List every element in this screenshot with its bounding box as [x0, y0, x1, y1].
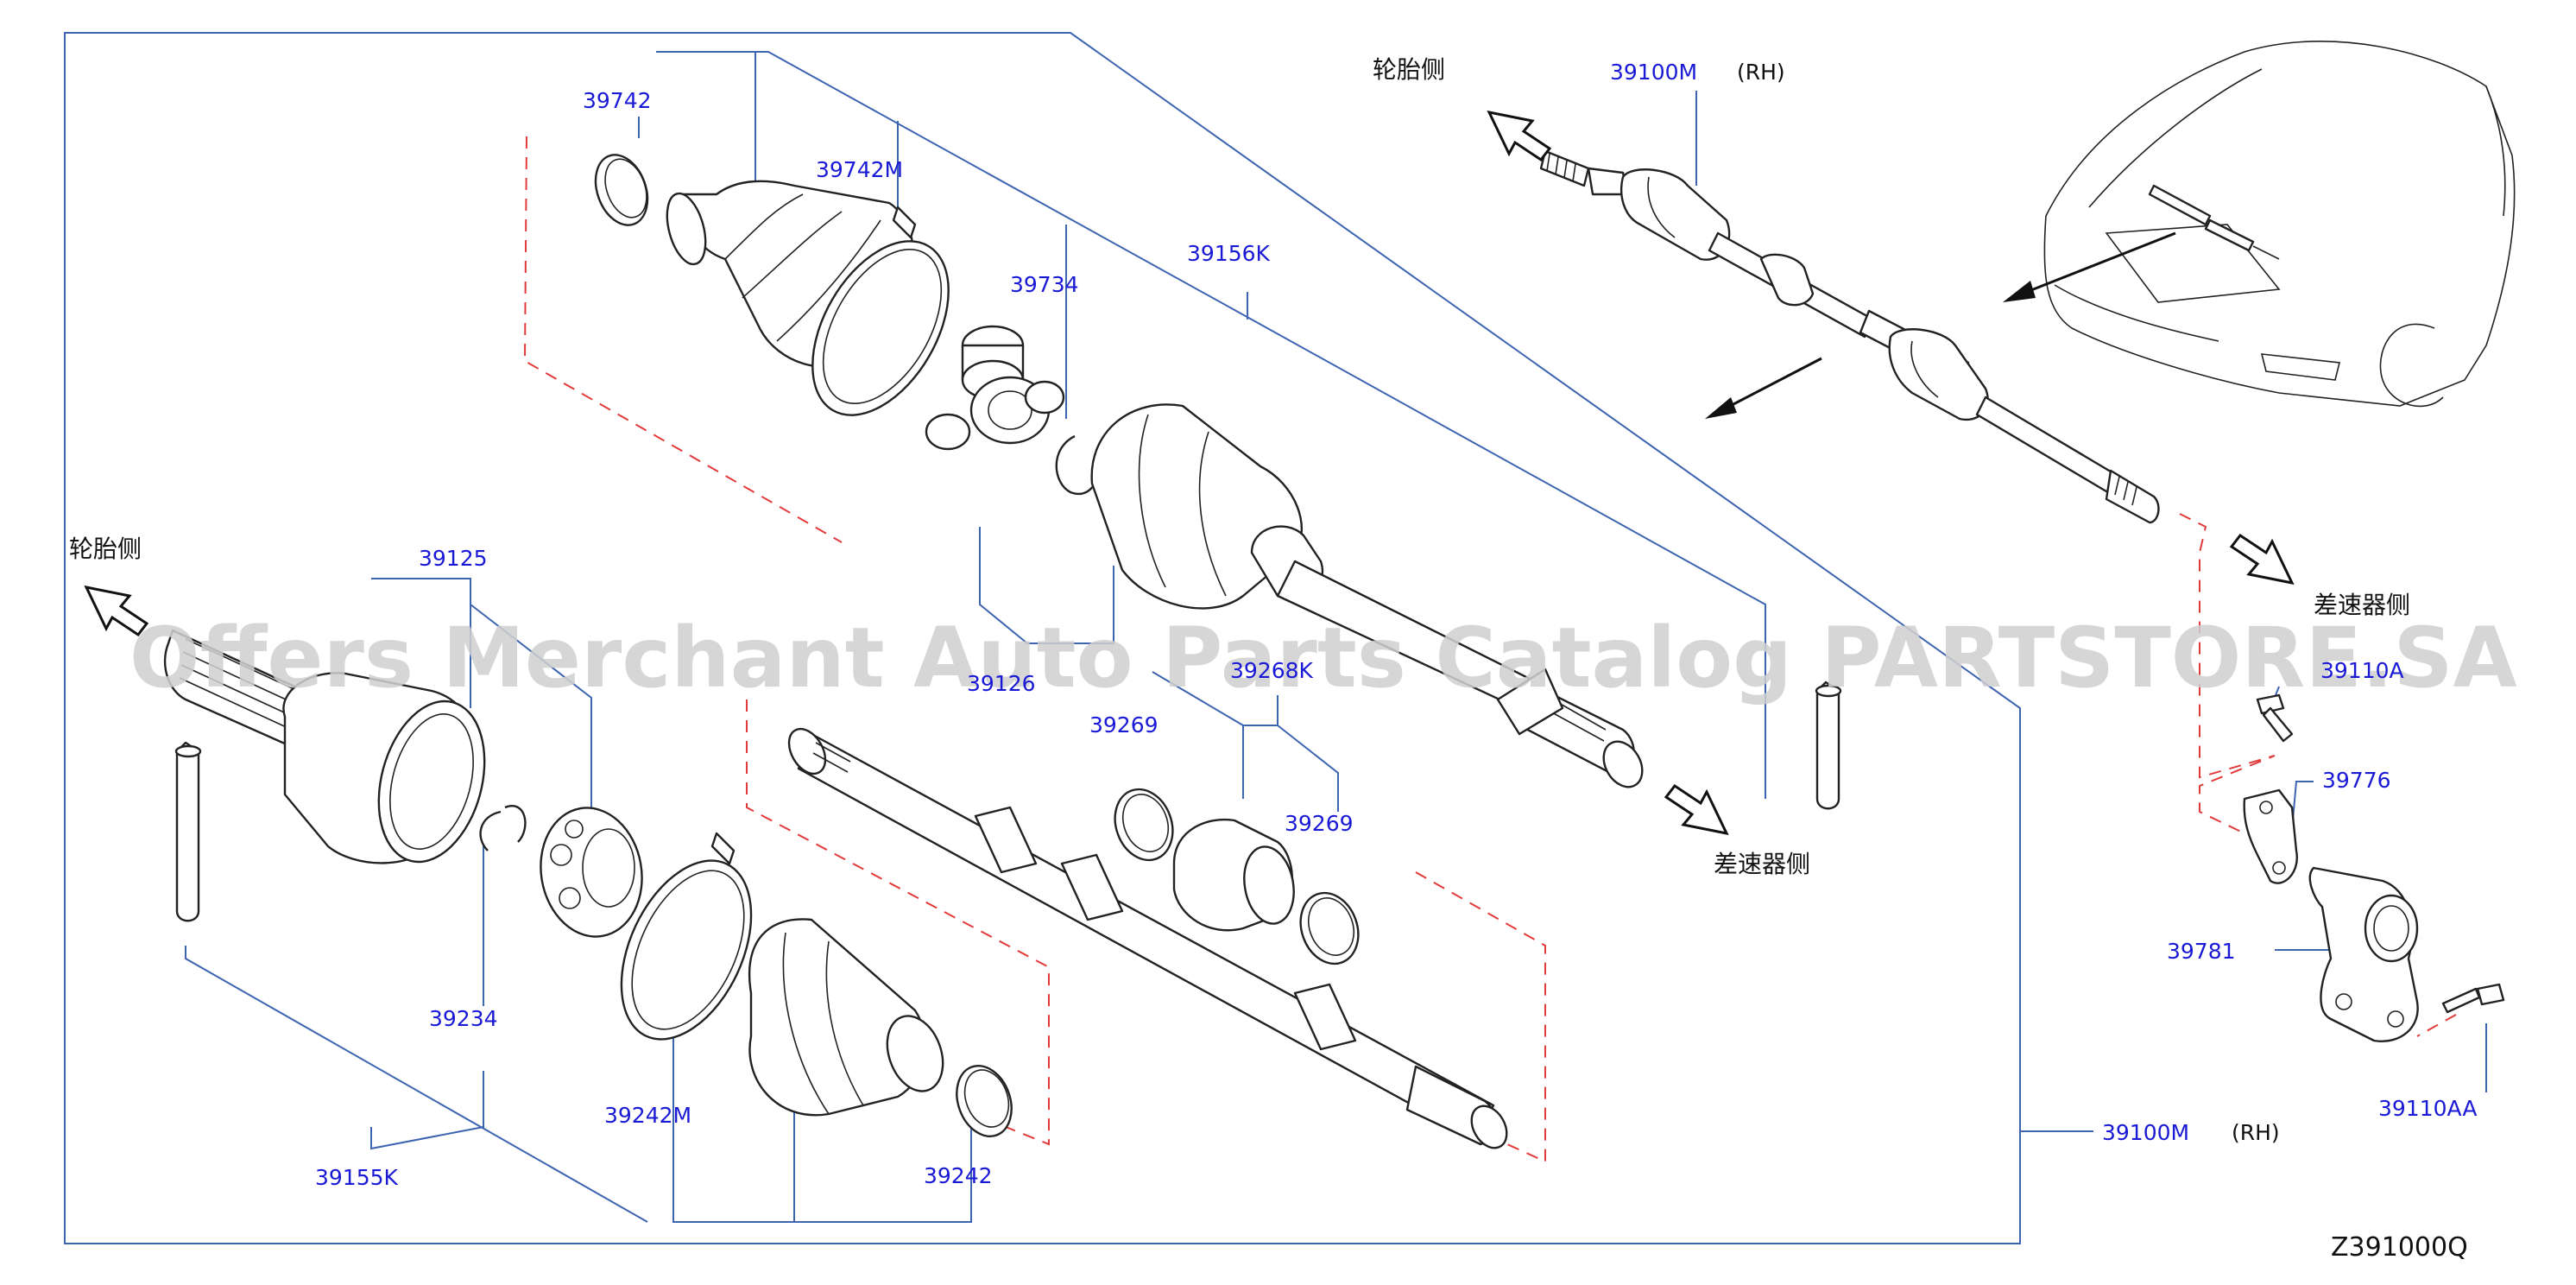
band-39742M [811, 206, 950, 416]
shaft-upper-end [1496, 668, 1564, 736]
label-rh-bottom: (RH) [2232, 1120, 2280, 1145]
label-39100M-top[interactable]: 39100M [1610, 60, 1697, 85]
label-39268K[interactable]: 39268K [1230, 658, 1314, 683]
label-39269-a[interactable]: 39269 [1089, 712, 1159, 737]
label-tire-side-left: 轮胎侧 [69, 535, 142, 563]
intermediate-shaft [787, 727, 1508, 1149]
label-39242M[interactable]: 39242M [604, 1103, 691, 1128]
bolt-39110AA [2441, 983, 2505, 1014]
dash-right-shaft [2179, 513, 2276, 834]
dash-bolt [2416, 1014, 2457, 1037]
label-39234[interactable]: 39234 [429, 1006, 498, 1031]
grease-tube-lower [174, 741, 202, 922]
dash-upper-left [523, 136, 843, 543]
boot-lower [748, 918, 944, 1117]
vehicle-outline [2043, 41, 2516, 408]
clamp-39242 [956, 1065, 1013, 1137]
label-39126[interactable]: 39126 [967, 671, 1036, 696]
label-diff-side-mid: 差速器侧 [1714, 850, 1810, 878]
clamp-39742 [594, 154, 649, 226]
label-39781[interactable]: 39781 [2167, 939, 2236, 964]
label-rh-top: (RH) [1737, 60, 1785, 85]
dash-lower-right [1415, 871, 1546, 1163]
frame-outline [64, 32, 2021, 1244]
clamp-39269-a [1114, 788, 1174, 862]
arrow-diff-side-top [2229, 533, 2295, 586]
watermark-text: Offers Merchant Auto Parts Catalog PARTS… [129, 610, 2517, 706]
label-39776[interactable]: 39776 [2322, 768, 2391, 793]
label-39125[interactable]: 39125 [419, 546, 488, 571]
band-39242M [620, 832, 753, 1041]
spider-39734 [925, 325, 1065, 451]
grease-tube-upper [1815, 680, 1842, 810]
clamp-39269-b [1299, 891, 1360, 965]
outer-joint-39125 [282, 672, 486, 864]
arrow-tire-side-left [84, 585, 149, 637]
bearing-bracket-39781 [2308, 866, 2419, 1042]
label-39734[interactable]: 39734 [1010, 272, 1079, 297]
housing-39156K [1090, 403, 1644, 788]
assembled-shaft-39100M [1539, 149, 2160, 524]
label-tire-side-top: 轮胎侧 [1373, 55, 1445, 84]
label-39742M[interactable]: 39742M [816, 157, 903, 182]
arrow-tire-side-top [1487, 110, 1552, 162]
label-39155K[interactable]: 39155K [315, 1165, 399, 1190]
label-39156K[interactable]: 39156K [1187, 241, 1271, 266]
label-diff-side-top: 差速器侧 [2314, 591, 2410, 619]
label-39242[interactable]: 39242 [924, 1163, 993, 1188]
label-39269-b[interactable]: 39269 [1285, 811, 1354, 836]
circlip-39234 [479, 805, 527, 851]
label-39742[interactable]: 39742 [583, 88, 652, 113]
frame-leader-lines [64, 32, 2093, 1244]
part-number-labels: 39742 39742M 39734 39156K 39100M (RH) 轮胎… [69, 55, 2477, 1190]
bolt-39110A [2256, 693, 2294, 743]
ball-cage-39125 [540, 807, 643, 938]
bracket-39776 [2243, 788, 2298, 884]
label-39110A[interactable]: 39110A [2320, 658, 2404, 683]
figure-code: Z391000Q [2331, 1232, 2468, 1263]
outline-arrows [84, 110, 2295, 836]
dash-lower-middle [746, 699, 1050, 1146]
direction-arrows [1705, 231, 2176, 419]
label-39100M-bottom[interactable]: 39100M [2102, 1120, 2189, 1145]
dashed-guides [523, 136, 2457, 1163]
arrow-diff-side-mid [1664, 783, 1729, 836]
label-39110AA[interactable]: 39110AA [2378, 1096, 2477, 1121]
damper-39268K [1172, 818, 1295, 932]
